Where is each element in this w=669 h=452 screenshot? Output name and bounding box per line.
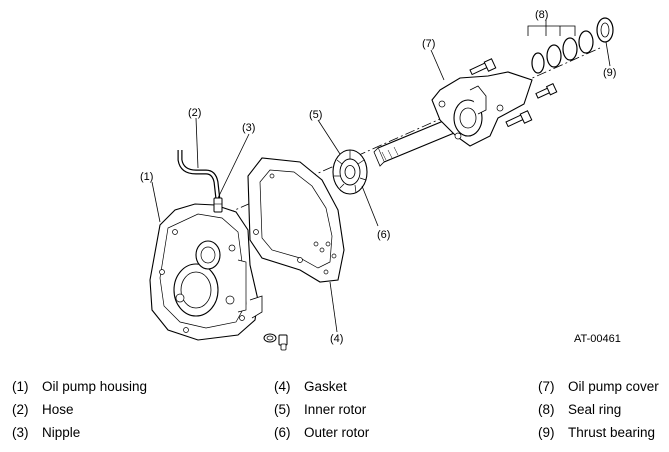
legend-number: (8) (538, 402, 555, 417)
legend-label: Oil pump housing (42, 379, 148, 394)
legend-label: Gasket (304, 379, 347, 394)
legend-number: (6) (274, 425, 291, 440)
legend-label: Thrust bearing (568, 425, 656, 440)
legend-number: (2) (12, 402, 29, 417)
legend-label: Hose (42, 402, 74, 417)
callout-8: (8) (535, 9, 548, 21)
legend-number: (4) (274, 379, 291, 394)
rotor-set (332, 149, 368, 195)
legend-label: Oil pump cover (568, 379, 659, 394)
cover-bolts (469, 58, 558, 128)
callout-1: (1) (140, 171, 153, 183)
callout-2: (2) (188, 107, 201, 119)
callout-5: (5) (309, 109, 322, 121)
legend-label: Inner rotor (304, 402, 367, 417)
parts-legend: (1) Oil pump housing (2) Hose (3) Nipple… (0, 374, 669, 452)
legend-number: (5) (274, 402, 291, 417)
thrust-bearing (596, 17, 614, 43)
figure-id: AT-00461 (574, 333, 621, 345)
callout-9: (9) (603, 67, 616, 79)
leader-lines (151, 20, 611, 333)
oil-pump-housing (149, 203, 263, 341)
gasket (247, 157, 345, 283)
legend-label: Nipple (42, 425, 81, 440)
legend-number: (3) (12, 425, 29, 440)
callout-7: (7) (422, 38, 435, 50)
legend-label: Outer rotor (304, 425, 370, 440)
legend-number: (1) (12, 379, 29, 394)
callout-4: (4) (330, 333, 343, 345)
legend-number: (7) (538, 379, 555, 394)
drain-plug (263, 333, 288, 351)
callout-6: (6) (377, 229, 390, 241)
nipple (213, 197, 223, 213)
legend-label: Seal ring (568, 402, 622, 417)
exploded-view-diagram: (1) (2) (3) (4) (5) (6) (7) (8) (9) AT-0… (140, 9, 621, 351)
oil-pump-cover (373, 71, 533, 167)
callout-3: (3) (242, 122, 255, 134)
legend-number: (9) (538, 425, 555, 440)
seal-rings (531, 30, 594, 74)
